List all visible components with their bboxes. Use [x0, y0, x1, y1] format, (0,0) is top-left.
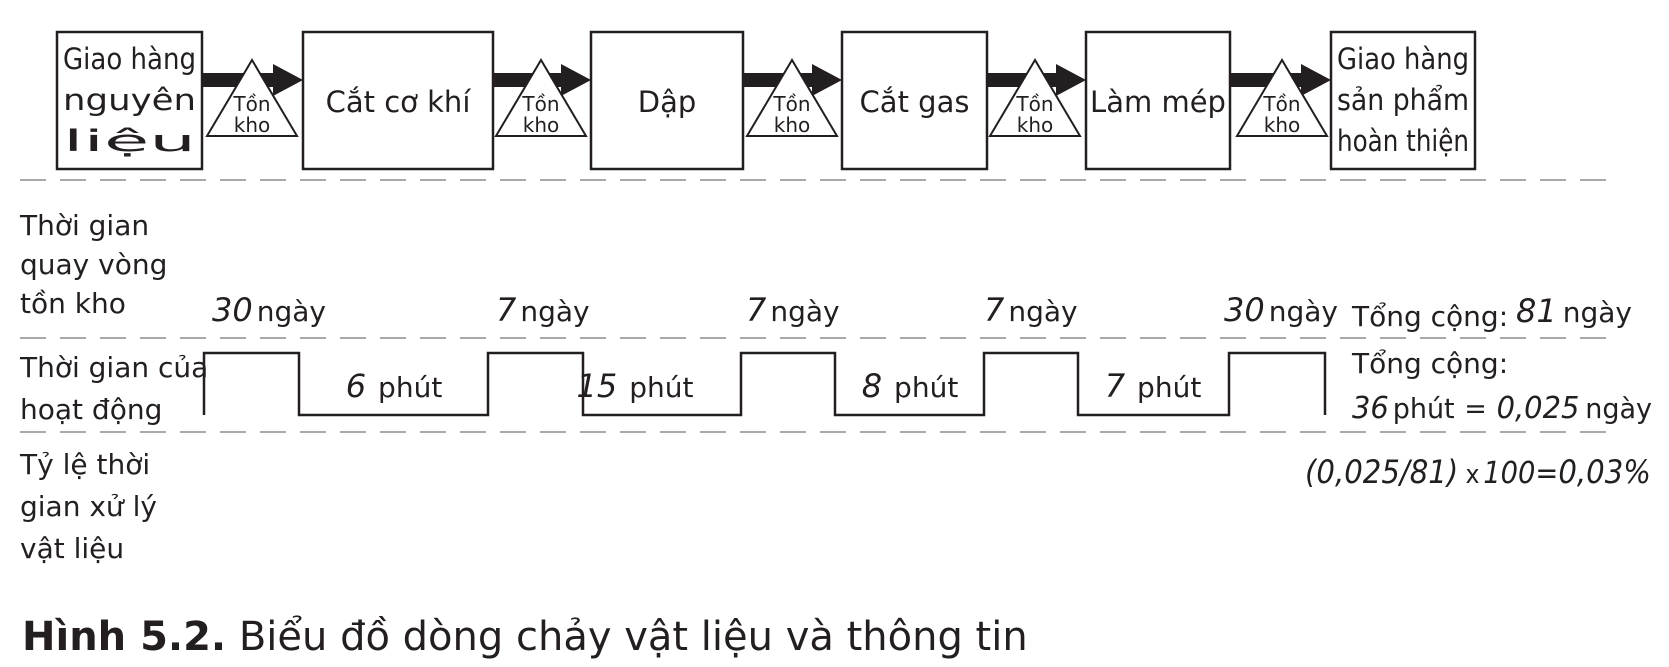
turnover-value-number: 30 — [212, 291, 253, 329]
process-label-p4: Cắt gas — [860, 85, 970, 119]
turnover-value-unit: ngày — [257, 295, 326, 328]
turnover-value-unit: ngày — [770, 295, 839, 328]
process-box-p6 — [1329, 30, 1477, 171]
activity-total-value: 36phút = 0,025ngày — [1352, 391, 1652, 426]
turnover-value-number: 7 — [746, 291, 767, 329]
inventory-label-line1: Tồn — [772, 92, 810, 116]
caption-number: Hình 5.2. — [22, 614, 227, 660]
activity-value-unit: phút — [629, 371, 693, 404]
ratio-formula: (0,025/81) x100=0,03% — [1305, 453, 1651, 491]
activity-total-equals: = — [1464, 392, 1487, 425]
inventory-label-line1: Tồn — [1262, 92, 1300, 116]
flow-arrow-head — [1301, 64, 1331, 96]
activity-value: 8 phút — [862, 367, 959, 405]
row-label-ratio-line: Tỷ lệ thời — [19, 448, 150, 481]
turnover-value-number: 7 — [984, 291, 1005, 329]
inventory-label-line1: Tồn — [232, 92, 270, 116]
row-label-activity-line: Thời gian của — [19, 351, 208, 384]
inventory-label-line2: kho — [774, 113, 811, 137]
caption-text: Biểu đồ dòng chảy vật liệu và thông tin — [226, 614, 1028, 660]
activity-value-number: 6 — [346, 367, 366, 405]
process-label-p1-line: Giao hàng — [63, 42, 196, 76]
activity-value: 7 phút — [1105, 367, 1202, 405]
inventory-triangle — [494, 58, 588, 137]
process-label-p1-line: liệu — [63, 124, 196, 158]
inventory-triangle — [1235, 58, 1329, 137]
flow-arrow-head — [273, 64, 303, 96]
activity-timeline — [202, 351, 1327, 417]
process-label-p5: Làm mép — [1090, 85, 1226, 119]
activity-value: 6 phút — [346, 367, 443, 405]
activity-value-number: 7 — [1105, 367, 1126, 405]
ratio-formula-hundred: 100= — [1483, 456, 1558, 491]
figure-caption: Hình 5.2. Biểu đồ dòng chảy vật liệu và … — [22, 614, 1028, 660]
process-box-p3 — [589, 30, 745, 171]
activity-value: 15 phút — [577, 367, 694, 405]
inventory-label-line2: kho — [234, 113, 271, 137]
activity-total-result: 0,025 — [1497, 391, 1580, 426]
inventory-label-line2: kho — [1017, 113, 1054, 137]
inventory-triangle — [205, 58, 299, 137]
process-box-p4 — [840, 30, 989, 171]
activity-value-unit: phút — [378, 371, 442, 404]
row-label-ratio-line: gian xử lý — [20, 490, 157, 523]
turnover-value-number: 30 — [1224, 291, 1265, 329]
row-label-turnover-line: Thời gian — [19, 209, 149, 242]
inventory-label-line2: kho — [523, 113, 560, 137]
turnover-total-number: 81 — [1516, 292, 1557, 330]
inventory-triangle — [745, 58, 839, 137]
process-label-p6-line: hoàn thiện — [1337, 124, 1469, 158]
flow-arrow-head — [561, 64, 591, 96]
activity-value-number: 15 — [577, 367, 618, 405]
turnover-value-number: 7 — [496, 291, 517, 329]
ratio-formula-fraction: (0,025/81) — [1305, 453, 1458, 491]
process-label-p6-line: sản phẩm — [1337, 83, 1469, 117]
turnover-total-label: Tổng cộng: — [1351, 300, 1508, 333]
turnover-value-unit: ngày — [1269, 295, 1338, 328]
turnover-total-unit: ngày — [1563, 296, 1632, 329]
process-box-p5 — [1084, 30, 1232, 171]
process-box-p2 — [301, 30, 495, 171]
activity-value-unit: phút — [894, 371, 958, 404]
activity-total-number: 36 — [1352, 391, 1389, 426]
value-stream-diagram: Giao hàng nguyên liệu Cắt cơ khí Dập Cắt gas L… — [19, 30, 1652, 565]
activity-value-number: 8 — [862, 367, 882, 405]
row-label-turnover-line: quay vòng — [20, 248, 167, 281]
inventory-triangle — [988, 58, 1082, 137]
inventory-label-line2: kho — [1264, 113, 1301, 137]
process-label-p6-line: Giao hàng — [1337, 42, 1469, 76]
row-label-activity-line: hoạt động — [20, 393, 162, 426]
flow-arrow-head — [1056, 64, 1086, 96]
activity-total-label: Tổng cộng: — [1351, 347, 1508, 380]
row-label-turnover-line: tồn kho — [20, 287, 126, 320]
process-label-p3: Dập — [638, 85, 697, 119]
inventory-label-line1: Tồn — [521, 92, 559, 116]
inventory-label-line1: Tồn — [1015, 92, 1053, 116]
flow-arrow-head — [812, 64, 842, 96]
process-label-p1-line: nguyên — [63, 83, 196, 117]
row-label-ratio-line: vật liệu — [20, 532, 124, 565]
ratio-formula-times: x — [1466, 460, 1480, 490]
process-label-p2: Cắt cơ khí — [326, 85, 472, 119]
activity-total-result-unit: ngày — [1585, 392, 1652, 425]
activity-total-unit: phút — [1393, 392, 1455, 425]
turnover-value-unit: ngày — [520, 295, 589, 328]
turnover-value-unit: ngày — [1008, 295, 1077, 328]
activity-value-unit: phút — [1137, 371, 1201, 404]
ratio-formula-result: 0,03% — [1558, 453, 1651, 491]
process-box-p1 — [55, 30, 204, 171]
